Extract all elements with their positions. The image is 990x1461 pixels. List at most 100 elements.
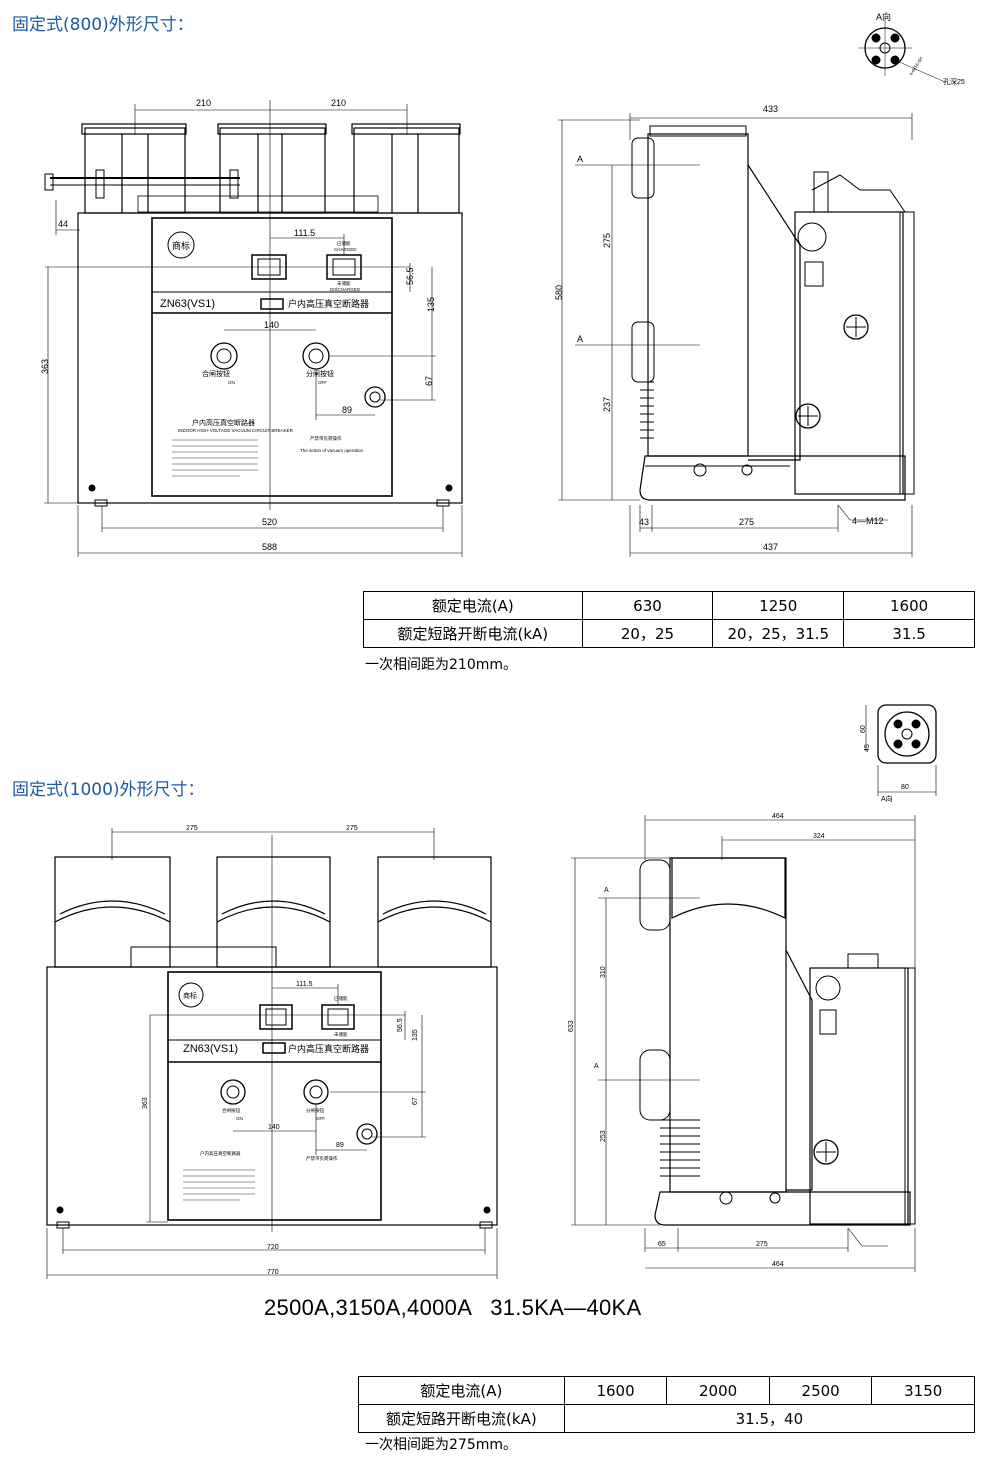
s2-warning: 严禁带负荷操作 xyxy=(306,1155,338,1162)
s2-view-a-label: A向 xyxy=(881,794,893,803)
s1-dim-135: 135 xyxy=(426,297,436,312)
s1-logo: 商标 xyxy=(172,240,190,251)
s2-rating: 2500A,3150A,4000A 31.5KA—40KA xyxy=(264,1295,642,1320)
s2-dim-324: 324 xyxy=(813,833,825,840)
s2-dim-67: 67 xyxy=(412,1097,419,1105)
s2-dim-633: 633 xyxy=(568,1020,575,1032)
s1-dim-237: 237 xyxy=(602,397,612,412)
s1-spec-table: 额定电流(A) 630 1250 1600 额定短路开断电流(kA) 20，25… xyxy=(363,591,975,648)
s2-dim-111-5: 111.5 xyxy=(296,981,313,988)
s1-view-a xyxy=(858,20,946,83)
section1-heading: 固定式(800)外形尺寸： xyxy=(12,15,194,35)
s2-row1-header: 额定电流(A) xyxy=(358,1376,565,1405)
s1-row1-cell: 630 xyxy=(581,591,714,620)
s1-row1-cell: 1250 xyxy=(712,591,845,620)
s2-dim-464-top: 464 xyxy=(772,813,784,820)
s1-note: 一次相间距为210mm。 xyxy=(365,657,517,673)
section2-drawing: A向 80 60 45 275 275 111.5 56.5 135 140 6… xyxy=(46,704,937,1279)
s2-panel-name: 户内高压真空断路器 xyxy=(288,1043,369,1054)
s1-bolt-4-m12: 4—M12 xyxy=(852,516,884,526)
s1-panel-name: 户内高压真空断路器 xyxy=(288,298,369,309)
s1-row2-header: 额定短路开断电流(kA) xyxy=(363,619,583,648)
s2-arrow-a-top: A xyxy=(604,887,609,894)
s1-dim-44: 44 xyxy=(58,219,68,229)
s1-plate-subtitle: INDOOR HIGH VOLTAGE VACUUM CIRCUIT BREAK… xyxy=(178,428,294,433)
s1-dim-363: 363 xyxy=(40,359,50,374)
s1-dim-140: 140 xyxy=(264,320,279,330)
s1-dim-43: 43 xyxy=(639,517,649,527)
s1-model: ZN63(VS1) xyxy=(160,298,215,310)
s2-note: 一次相间距为275mm。 xyxy=(365,1437,517,1453)
s1-dim-275-h: 275 xyxy=(739,517,754,527)
s1-arrow-a-bottom: A xyxy=(577,334,583,344)
s1-row2-cell: 20，25，31.5 xyxy=(712,619,845,648)
s1-dim-210-right: 210 xyxy=(331,98,346,108)
s1-dim-520: 520 xyxy=(262,517,277,527)
s1-view-a-depth: 孔深25 xyxy=(943,77,965,86)
s1-row1-cell: 1600 xyxy=(843,591,975,620)
s1-row2-cell: 20，25 xyxy=(581,619,714,648)
s1-front-view xyxy=(44,100,463,557)
s2-row1-cell: 3150 xyxy=(871,1376,975,1405)
s1-dim-275-v: 275 xyxy=(602,233,612,248)
s1-ind-right-en: DISCHARGED xyxy=(330,287,361,292)
section1-drawing: 210 210 44 111.5 56.5 135 140 67 89 363 … xyxy=(40,11,965,557)
s1-open-label: 分闸按钮 xyxy=(306,369,334,378)
s2-open-label: 分闸按钮 xyxy=(306,1107,324,1114)
s2-front-view xyxy=(46,828,498,1279)
s1-arrow-a-top: A xyxy=(577,154,583,164)
s1-close-label: 合闸按钮 xyxy=(202,369,230,378)
s2-dim-140: 140 xyxy=(268,1124,280,1131)
s2-logo: 商标 xyxy=(183,991,197,1000)
s2-ind-right: 未储能 xyxy=(334,1031,348,1038)
s2-open-en: OFF xyxy=(316,1116,325,1121)
s2-dim-275-h: 275 xyxy=(756,1241,768,1248)
s1-plate-title: 户内高压真空断路器 xyxy=(192,418,255,427)
s2-row2-value: 31.5，40 xyxy=(563,1404,976,1433)
s2-model: ZN63(VS1) xyxy=(183,1043,238,1055)
s2-dim-275-right: 275 xyxy=(346,825,358,832)
s2-dim-310: 310 xyxy=(600,966,607,978)
s2-spec-table: 额定电流(A) 1600 2000 2500 3150 额定短路开断电流(kA)… xyxy=(358,1376,976,1433)
s2-dim-89: 89 xyxy=(336,1142,344,1149)
s2-dim-65: 65 xyxy=(658,1241,666,1248)
s1-row1-header: 额定电流(A) xyxy=(363,591,583,620)
s1-open-en: OFF xyxy=(318,380,327,385)
s2-side-view xyxy=(571,815,916,1272)
s1-side-view xyxy=(558,113,915,557)
s2-dim-56-5: 56.5 xyxy=(397,1018,404,1032)
s2-close-en: ON xyxy=(236,1116,243,1121)
s1-dim-56-5: 56.5 xyxy=(405,267,415,285)
s1-ind-left-en: CHARGED xyxy=(334,247,357,252)
s2-dim-253: 253 xyxy=(600,1130,607,1142)
s2-view-a-80: 80 xyxy=(901,784,909,791)
s1-view-a-label: A向 xyxy=(876,11,891,22)
s2-dim-720: 720 xyxy=(267,1244,279,1251)
s1-close-en: ON xyxy=(228,380,235,385)
s2-dim-135: 135 xyxy=(412,1029,419,1041)
s1-dim-67: 67 xyxy=(424,376,434,386)
s2-dim-770: 770 xyxy=(267,1269,279,1276)
s2-row2-header: 额定短路开断电流(kA) xyxy=(358,1404,565,1433)
s2-row1-cell: 2500 xyxy=(768,1376,873,1405)
s2-close-label: 合闸按钮 xyxy=(222,1107,240,1114)
s2-view-a-60: 60 xyxy=(860,725,867,733)
s2-row1-cell: 1600 xyxy=(563,1376,668,1405)
s2-ind-left: 已储能 xyxy=(334,995,348,1002)
s2-row1-cell: 2000 xyxy=(666,1376,770,1405)
s1-dim-588: 588 xyxy=(262,542,277,552)
s1-dim-433: 433 xyxy=(763,104,778,114)
s1-ind-right: 未储能 xyxy=(337,280,351,287)
s1-warning: 严禁带负荷操作 xyxy=(310,435,342,442)
s1-warning-en: The action of vacuum operation xyxy=(300,448,364,453)
s1-ind-left: 已储能 xyxy=(337,240,351,247)
s2-arrow-a-bottom: A xyxy=(594,1063,599,1070)
s2-dim-464-bottom: 464 xyxy=(772,1261,784,1268)
s1-view-a-spec: 4×M16-6H xyxy=(908,56,923,77)
s2-view-a-45: 45 xyxy=(864,744,871,752)
s2-dim-363: 363 xyxy=(142,1097,149,1109)
s2-view-a xyxy=(865,704,937,796)
s1-dim-89: 89 xyxy=(342,405,352,415)
s1-dim-111-5: 111.5 xyxy=(294,228,315,238)
s1-dim-437: 437 xyxy=(763,542,778,552)
